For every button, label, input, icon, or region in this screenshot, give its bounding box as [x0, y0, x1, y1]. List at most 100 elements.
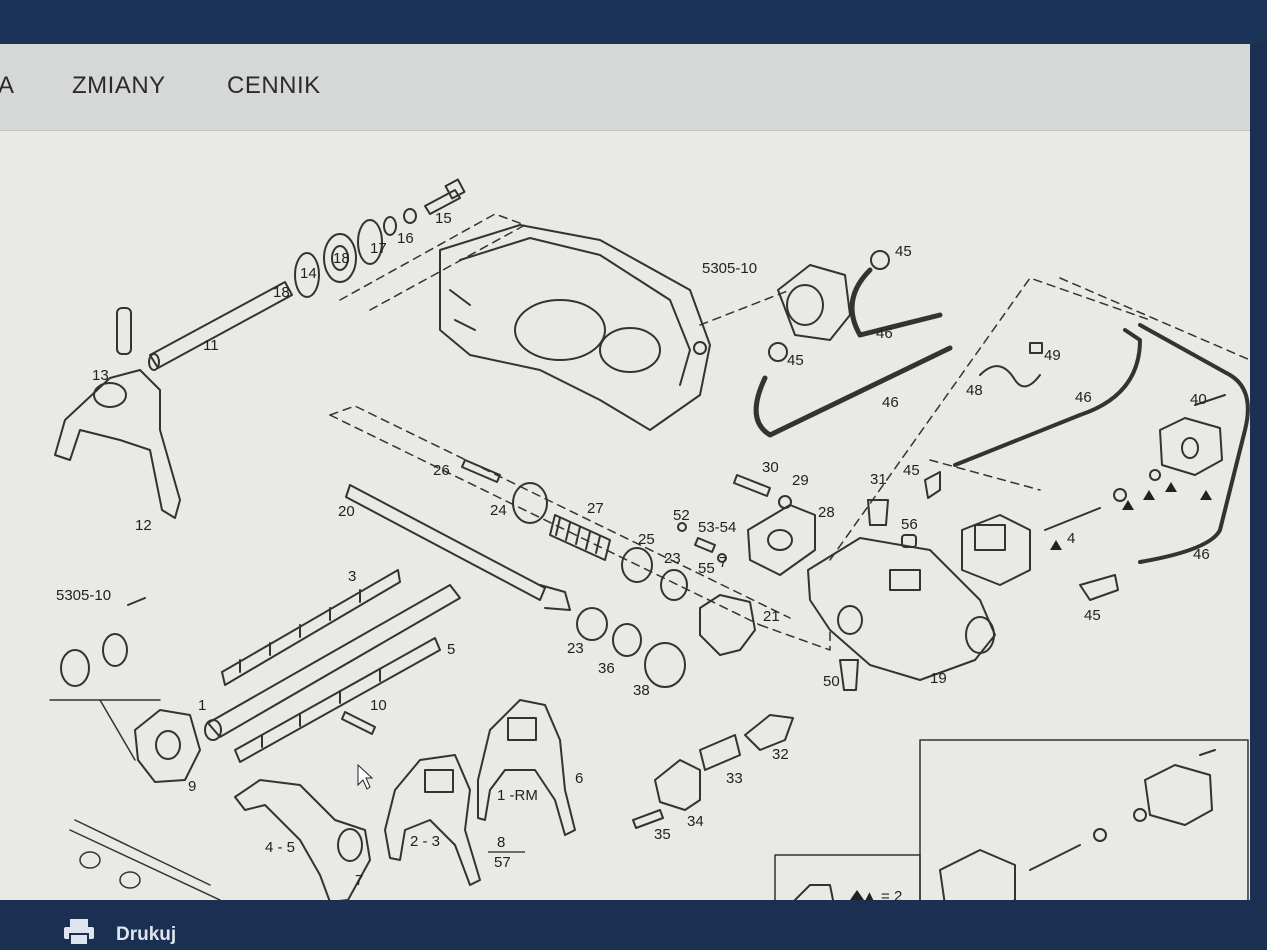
label-34: 34 — [687, 813, 704, 830]
label-15: 15 — [435, 210, 452, 227]
cap-34 — [654, 759, 701, 811]
label-1: 1 — [198, 697, 206, 714]
bolt-50 — [839, 659, 859, 691]
label-38: 38 — [633, 682, 650, 699]
bolt-15 — [424, 189, 461, 215]
bushing-23a — [660, 569, 688, 601]
label-48: 48 — [966, 382, 983, 399]
exploded-parts-diagram: 15 16 17 18 14 18 11 13 12 26 20 24 27 2… — [0, 130, 1250, 900]
label-18a: 18 — [273, 284, 290, 301]
shift-rail-5 — [234, 637, 441, 763]
printer-icon[interactable] — [62, 918, 96, 946]
detail-inset-box — [919, 739, 1249, 900]
shaft-11 — [148, 281, 293, 371]
ring-18b — [357, 219, 383, 265]
label-25: 25 — [638, 531, 655, 548]
label-40: 40 — [1190, 391, 1207, 408]
mouse-cursor-icon — [357, 763, 374, 790]
hoses-46 — [753, 267, 1250, 564]
label-18b: 18 — [333, 250, 350, 267]
breather-31 — [867, 499, 889, 526]
ring-14 — [323, 233, 357, 283]
spring-33 — [699, 734, 741, 771]
label-17: 17 — [370, 240, 387, 257]
bolt-30 — [733, 474, 771, 497]
label-19: 19 — [930, 670, 947, 687]
guide-lines — [329, 213, 1250, 651]
label-13: 13 — [92, 367, 109, 384]
top-nav: A ZMIANY CENNIK — [0, 44, 1250, 131]
fork-1-rm — [477, 699, 576, 836]
ring-17 — [383, 216, 397, 236]
label-3: 3 — [348, 568, 356, 585]
label-20: 20 — [338, 503, 355, 520]
valve-4 — [961, 514, 1031, 586]
shift-rail-3 — [221, 569, 401, 686]
triangle-markers — [850, 482, 1212, 900]
label-11: 11 — [203, 337, 219, 354]
block-9 — [134, 709, 201, 783]
screen: A ZMIANY CENNIK — [0, 44, 1250, 900]
label-21: 21 — [763, 608, 780, 625]
label-46a: 46 — [876, 325, 893, 342]
label-29: 29 — [792, 472, 809, 489]
pin-13 — [116, 307, 132, 355]
print-button[interactable]: Drukuj — [116, 924, 177, 945]
label-7: 7 — [355, 872, 363, 889]
label-fork-4-5: 4 - 5 — [265, 839, 295, 856]
label-46c: 46 — [1075, 389, 1092, 406]
label-24: 24 — [490, 502, 507, 519]
legend-box — [774, 854, 921, 900]
label-9: 9 — [188, 778, 196, 795]
bolt-26 — [461, 459, 501, 483]
label-4: 4 — [1067, 530, 1075, 547]
nav-item-zmiany[interactable]: ZMIANY — [72, 72, 166, 99]
label-16: 16 — [397, 230, 414, 247]
cover-28 — [747, 504, 816, 576]
fitting-45b — [768, 342, 788, 362]
label-55-7: 7 — [719, 554, 727, 571]
valve-stem — [1044, 507, 1101, 531]
bushing-25 — [621, 547, 653, 583]
part-21 — [699, 594, 756, 656]
nav-item-cennik[interactable]: CENNIK — [227, 72, 321, 99]
label-26: 26 — [433, 462, 450, 479]
label-23b: 23 — [567, 640, 584, 657]
label-45b: 45 — [787, 352, 804, 369]
cylinder-5305-10 — [777, 264, 851, 341]
shaft-detail-bottom-left — [69, 819, 221, 900]
ring-36 — [612, 623, 642, 657]
label-55: 55 — [698, 560, 715, 577]
label-49: 49 — [1044, 347, 1061, 364]
label-36: 36 — [598, 660, 615, 677]
label-27: 27 — [587, 500, 604, 517]
shaft-20 — [345, 484, 571, 611]
bushing-38 — [644, 642, 686, 688]
label-ref-top: 5305-10 — [702, 260, 757, 277]
gearbox-housing — [439, 224, 711, 431]
washer-29 — [778, 495, 792, 509]
fitting-45c — [924, 471, 941, 499]
label-ref-left: 5305-10 — [56, 587, 111, 604]
bolt-35 — [632, 809, 664, 829]
label-57: 57 — [494, 854, 511, 871]
ring-24 — [512, 482, 548, 524]
label-56: 56 — [901, 516, 918, 533]
label-5: 5 — [447, 641, 455, 658]
bushing-23b — [576, 607, 608, 641]
cover-19 — [807, 537, 996, 681]
label-32: 32 — [772, 746, 789, 763]
nav-item-a[interactable]: A — [0, 72, 15, 99]
valve-40 — [1159, 417, 1223, 476]
pin-55 — [717, 553, 727, 563]
legend-equation: ▲ = 2 — [862, 888, 902, 900]
fork-12 — [54, 369, 181, 519]
diagram-svg: 15 16 17 18 14 18 11 13 12 26 20 24 27 2… — [49, 178, 1250, 900]
label-45c: 45 — [903, 462, 920, 479]
label-fork-2-3: 2 - 3 — [410, 833, 440, 850]
fork-4-5 — [234, 779, 371, 900]
label-23a: 23 — [664, 550, 681, 567]
label-14: 14 — [300, 265, 317, 282]
label-46d: 46 — [1193, 546, 1210, 563]
fork-2-3 — [384, 754, 481, 886]
